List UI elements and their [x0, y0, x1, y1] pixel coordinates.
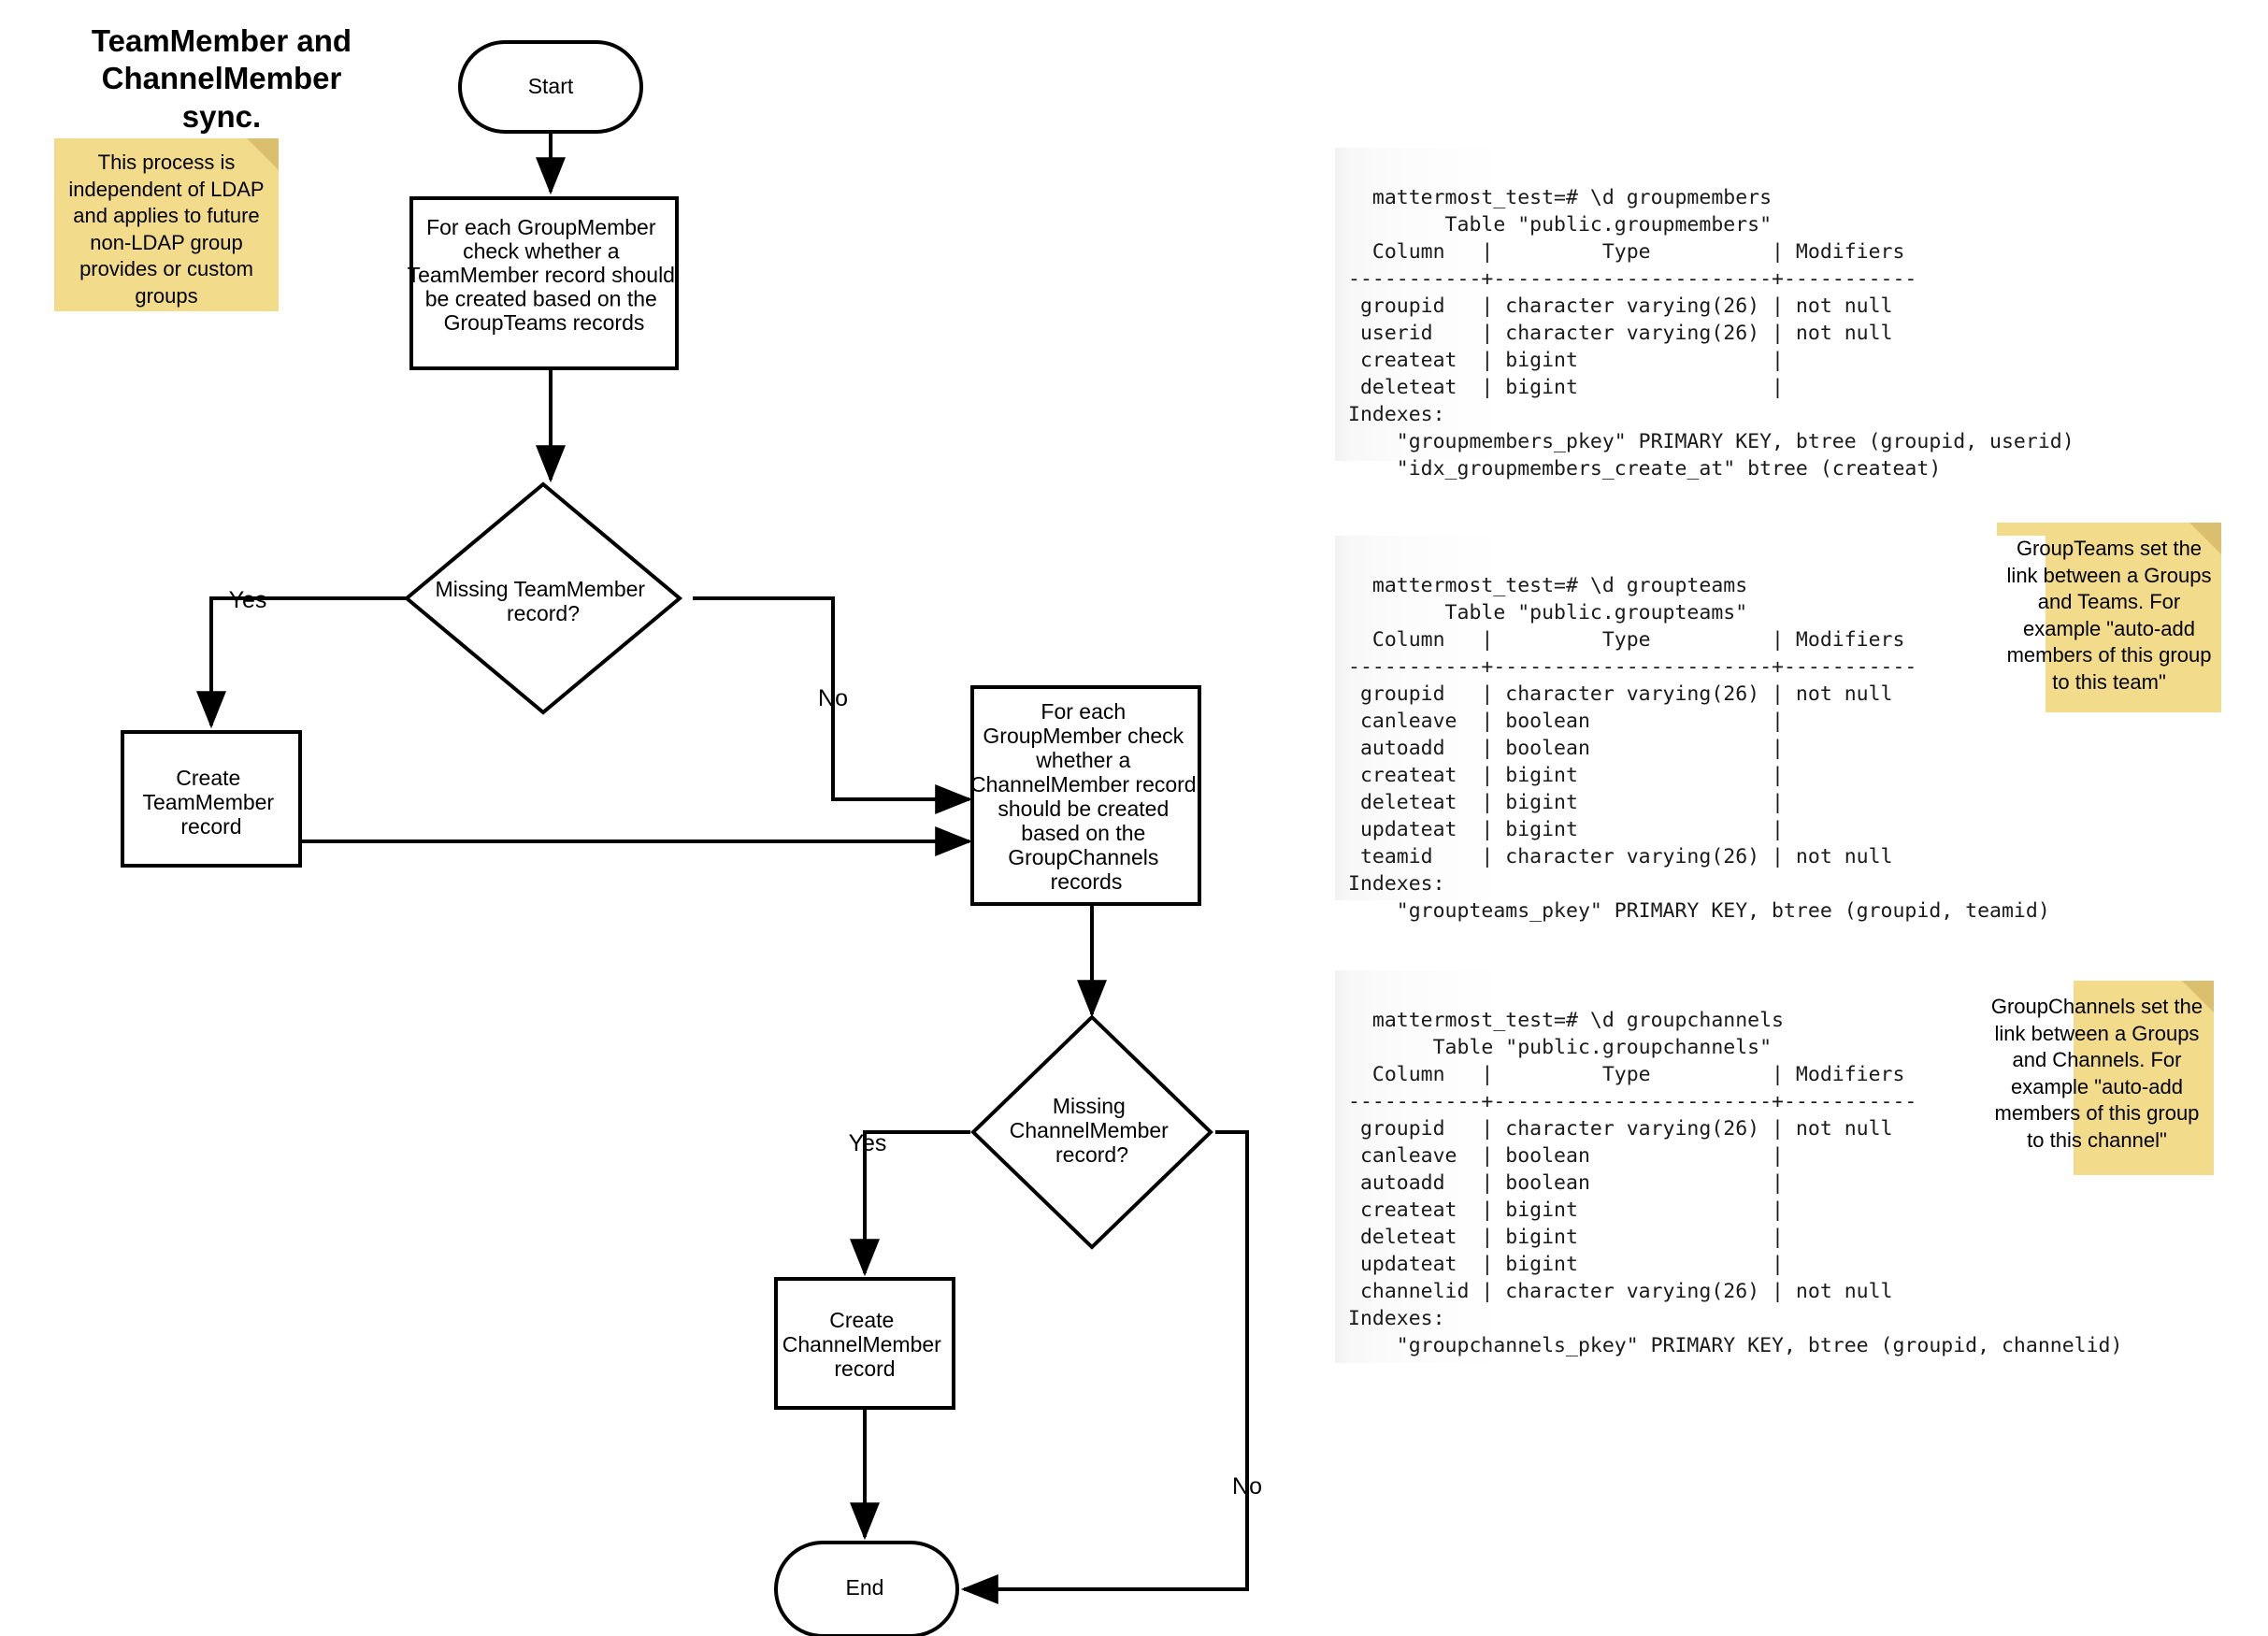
node-missing-team[interactable]	[403, 481, 683, 715]
edge-missing-team-no	[693, 596, 973, 814]
node-check-team-label: For each GroupMember check whether a Tea…	[408, 215, 682, 335]
edge-missing-channel-no	[960, 1130, 1249, 1604]
note-fold-corner-icon	[2189, 523, 2221, 554]
note-groupchannels-text: GroupChannels set the link between a Gro…	[1990, 995, 2203, 1152]
terminal-groupteams-text: mattermost_test=# \d groupteams Table "p…	[1348, 574, 2050, 923]
terminal-groupchannels: mattermost_test=# \d groupchannels Table…	[1335, 970, 2122, 1363]
node-end[interactable]	[774, 1541, 959, 1636]
note-groupteams: GroupTeams set the link between a Groups…	[1997, 523, 2221, 712]
terminal-groupmembers-text: mattermost_test=# \d groupmembers Table …	[1348, 186, 2074, 481]
edge-missing-channel-yes	[850, 1130, 970, 1277]
node-create-channel-label: Create ChannelMember record	[782, 1308, 947, 1381]
node-missing-channel-label: Missing ChannelMember record?	[1010, 1094, 1174, 1167]
terminal-groupchannels-text: mattermost_test=# \d groupchannels Table…	[1348, 1009, 2123, 1357]
node-create-team[interactable]	[121, 730, 302, 868]
note-fold-corner-icon	[247, 138, 279, 170]
terminal-groupteams: mattermost_test=# \d groupteams Table "p…	[1335, 536, 2050, 923]
node-check-channel[interactable]	[970, 685, 1201, 906]
node-missing-channel[interactable]	[970, 1014, 1213, 1250]
node-create-team-label: Create TeamMember record	[143, 766, 280, 839]
edge-label-team-no: No	[818, 685, 848, 711]
note-ldap: This process is independent of LDAP and …	[54, 138, 279, 311]
edge-missing-team-yes	[196, 596, 408, 729]
node-create-channel[interactable]	[774, 1277, 955, 1410]
page-title: TeamMember and ChannelMember sync.	[91, 23, 352, 134]
terminal-groupmembers: mattermost_test=# \d groupmembers Table …	[1335, 148, 2074, 481]
edge-label-channel-no: No	[1232, 1473, 1262, 1500]
edge-label-channel-yes: Yes	[849, 1130, 887, 1156]
node-start[interactable]	[458, 40, 643, 134]
node-end-label: End	[846, 1575, 884, 1600]
node-check-team[interactable]	[409, 196, 679, 370]
note-groupchannels: GroupChannels set the link between a Gro…	[1980, 981, 2214, 1175]
note-fold-corner-icon	[2182, 981, 2214, 1012]
node-start-label: Start	[528, 74, 574, 98]
note-ldap-text: This process is independent of LDAP and …	[68, 151, 265, 308]
edge-label-team-yes: Yes	[229, 587, 267, 613]
node-check-channel-label: For each GroupMember check whether a Cha…	[970, 699, 1202, 894]
note-groupteams-text: GroupTeams set the link between a Groups…	[2006, 537, 2212, 694]
node-missing-team-label: Missing TeamMember record?	[436, 577, 652, 625]
